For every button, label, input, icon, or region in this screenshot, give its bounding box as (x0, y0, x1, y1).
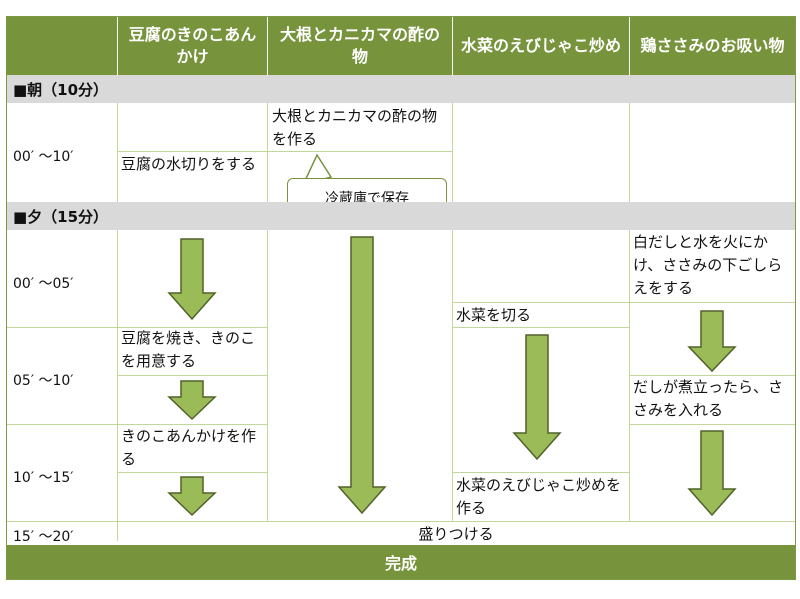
section-morning: ■朝（10分） (7, 75, 795, 103)
step-tofu-bake: 豆腐を焼き、きのこを用意する (121, 329, 255, 370)
step-daikon-make: 大根とカニカマの酢の物を作る (272, 107, 438, 148)
step-dashi-boil: だしが煮立ったら、ささみを入れる (633, 378, 784, 419)
step-mizuna-cut: 水菜を切る (456, 306, 532, 324)
down-arrow-icon (512, 334, 562, 461)
time-label: 10′ 〜15′ (13, 470, 74, 486)
down-arrow-icon (167, 476, 217, 517)
step-mizuna-make: 水菜のえびじゃこ炒めを作る (456, 476, 622, 517)
section-evening: ■夕（15分） (7, 202, 795, 230)
schedule-table: 豆腐のきのこあんかけ 大根とカニカマの酢の物 水菜のえびじゃこ炒め 鶏ささみのお… (6, 16, 796, 580)
down-arrow-icon (167, 380, 217, 421)
header-corner (7, 17, 117, 75)
time-label: 15′ 〜20′ (13, 529, 74, 545)
down-arrow-icon (687, 310, 737, 373)
step-plate: 盛りつける (418, 525, 494, 543)
column-header-sasami: 鶏ささみのお吸い物 (629, 17, 795, 75)
step-kinoko-make: きのこあんかけを作る (121, 427, 257, 468)
column-header-tofu: 豆腐のきのこあんかけ (117, 17, 267, 75)
down-arrow-icon (687, 430, 737, 517)
time-label: 00′ 〜10′ (13, 149, 74, 165)
down-arrow-icon (337, 236, 387, 515)
column-header-mizuna: 水菜のえびじゃこ炒め (452, 17, 629, 75)
time-label: 05′ 〜10′ (13, 373, 74, 389)
step-tofu-drain: 豆腐の水切りをする (121, 155, 257, 173)
down-arrow-icon (167, 238, 217, 321)
completion-bar: 完成 (7, 545, 795, 579)
step-dashi-heat: 白だしと水を火にかけ、ささみの下ごしらえをする (633, 233, 783, 297)
time-label: 00′ 〜05′ (13, 276, 74, 292)
column-header-daikon: 大根とカニカマの酢の物 (267, 17, 452, 75)
